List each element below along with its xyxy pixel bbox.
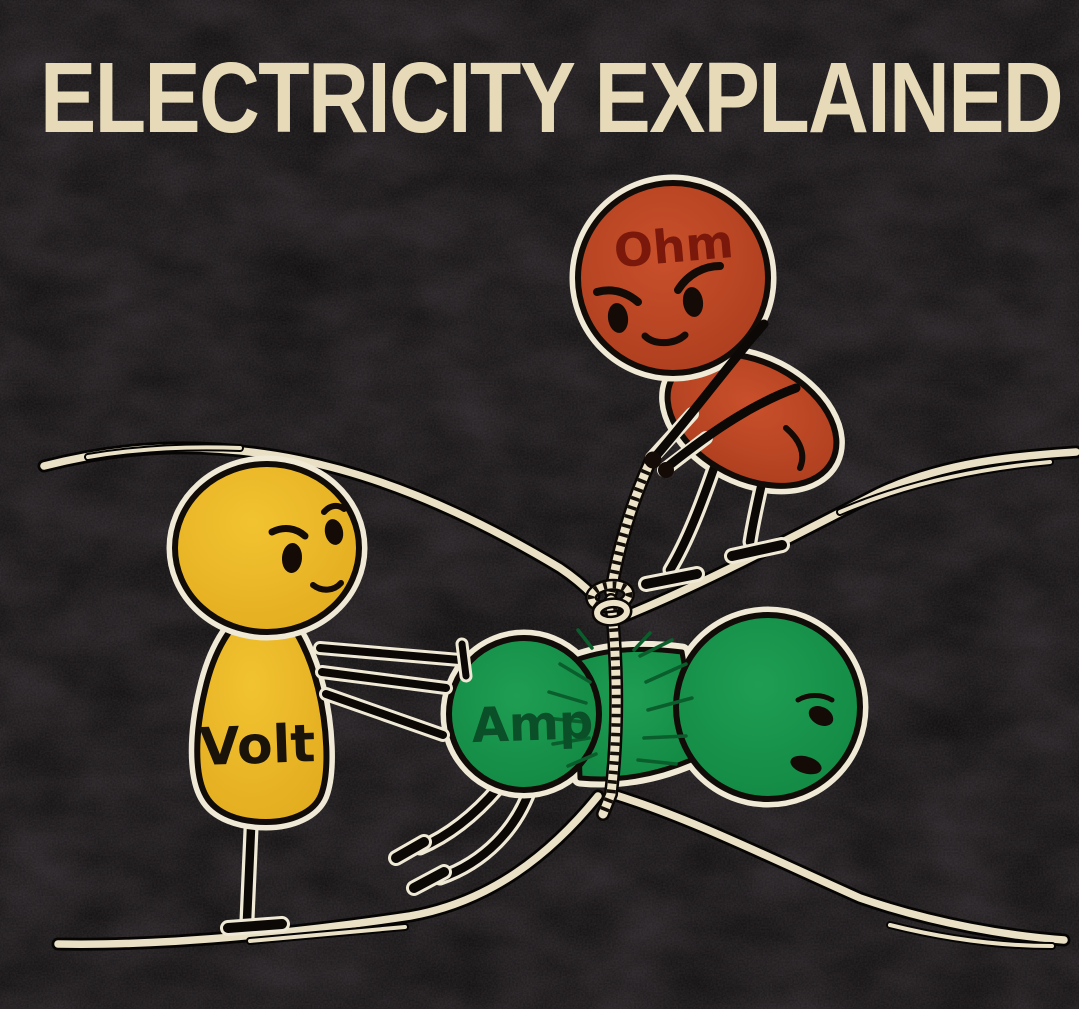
- volt-arm-middle: [318, 668, 450, 692]
- ohm-character: Ohm: [569, 174, 845, 592]
- pipe-top-right-inner-stroke-fill: [838, 460, 1052, 514]
- volt-arms: [313, 637, 473, 742]
- pipe-bottom-right-inner-stroke-fill: [888, 923, 1054, 948]
- volt-arm-lower: [322, 690, 447, 739]
- pipe-bottom-left-line-fill: [54, 792, 602, 948]
- volt-left-eyebrow: [268, 525, 309, 540]
- ohm-arm-near: [661, 383, 801, 473]
- amp-foot-lower: [409, 867, 449, 893]
- ohm-left-foot: [641, 569, 702, 589]
- volt-right-eye: [324, 519, 344, 545]
- amp-mouth: [790, 755, 822, 775]
- ohm-label: Ohm: [612, 214, 736, 278]
- ohm-frown: [641, 331, 689, 347]
- volt-left-eye: [281, 543, 303, 573]
- ohm-arm-far: [651, 319, 769, 461]
- pipe-bottom-left-inner-stroke-fill: [248, 925, 407, 943]
- rope-knot-segment: [585, 578, 635, 821]
- ohm-left-leg: [665, 463, 719, 575]
- volt-hand-upper: [458, 640, 470, 680]
- pipe-bottom-right-line-fill: [608, 790, 1068, 944]
- ohm-right-eye: [682, 287, 704, 317]
- pipe-outline: [37, 441, 1079, 951]
- amp-rear-body: [446, 635, 602, 793]
- ohm-rear-crease-line: [783, 425, 806, 471]
- amp-head: [673, 612, 863, 802]
- ohm-hand-near: [658, 462, 674, 478]
- ohm-right-foot: [727, 540, 787, 561]
- ohm-right-eyebrow: [674, 262, 724, 294]
- volt-arm-upper: [316, 644, 464, 664]
- ohm-left-eyebrow: [593, 286, 642, 306]
- volt-label: Volt: [198, 714, 316, 778]
- page-title: ELECTRICITY EXPLAINED: [40, 42, 1062, 154]
- amp-foot-upper: [391, 837, 429, 863]
- ohm-face: [593, 262, 724, 347]
- amp-label: Amp: [471, 694, 594, 754]
- amp-eye: [808, 705, 834, 727]
- amp-leg-lower: [435, 785, 535, 883]
- ohm-hand-far: [644, 451, 662, 469]
- pipe-top-left-inner-stroke-fill: [86, 445, 242, 459]
- ohm-left-eye: [607, 303, 629, 333]
- volt-head: [172, 461, 362, 635]
- rope-upper-segment: [604, 455, 657, 599]
- amp-eyelid-line: [795, 693, 835, 703]
- volt-face: [268, 502, 347, 593]
- rope-knot: [585, 578, 635, 627]
- volt-foot: [223, 919, 287, 933]
- ohm-arms: [644, 319, 801, 478]
- volt-body: [194, 609, 330, 825]
- squeeze-crease-marks: [544, 628, 694, 768]
- volt-character: Volt: [166, 455, 473, 936]
- volt-frown: [310, 580, 344, 593]
- volt-right-eyebrow: [321, 502, 347, 515]
